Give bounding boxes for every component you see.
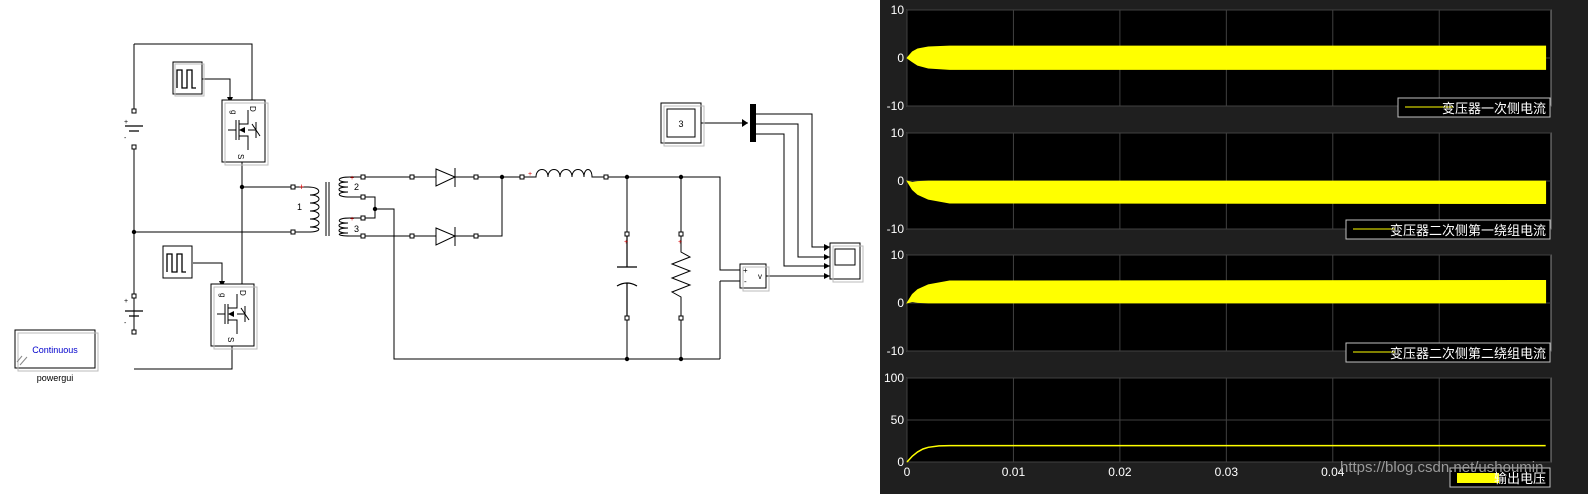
powergui-mode: Continuous bbox=[32, 345, 78, 355]
series-band bbox=[906, 280, 1547, 304]
legend-label: 变压器二次侧第一绕组电流 bbox=[1390, 223, 1546, 239]
y-tick-top: 10 bbox=[891, 126, 905, 140]
scope-block[interactable] bbox=[829, 242, 864, 283]
x-tick-label: 0.04 bbox=[1321, 465, 1345, 479]
y-tick-bottom: -10 bbox=[887, 99, 905, 113]
multi-winding-transformer[interactable]: 1 2 3 + + + bbox=[290, 174, 366, 239]
inductor[interactable]: + bbox=[519, 169, 609, 180]
winding-1-label: 1 bbox=[297, 202, 302, 212]
y-tick-mid: 50 bbox=[891, 413, 905, 427]
wire bbox=[193, 262, 223, 284]
voltage-minus: - bbox=[744, 277, 747, 286]
legend-label: 变压器二次侧第二绕组电流 bbox=[1390, 346, 1546, 362]
y-tick-bottom: 0 bbox=[897, 455, 904, 469]
resistor[interactable]: + bbox=[670, 231, 692, 321]
constant-value: 3 bbox=[678, 119, 683, 129]
wire bbox=[201, 78, 231, 100]
wire bbox=[134, 43, 253, 100]
legend: 变压器二次侧第一绕组电流 bbox=[1345, 219, 1551, 240]
wire bbox=[375, 208, 720, 360]
constant-block[interactable]: 3 bbox=[660, 102, 705, 147]
mosfet-1-gate-label: g bbox=[229, 110, 238, 114]
demux-block[interactable] bbox=[750, 104, 756, 142]
legend: 输出电压 bbox=[1449, 467, 1551, 488]
winding-2-label: 2 bbox=[354, 182, 359, 192]
wire bbox=[476, 177, 503, 237]
scope-axes-2: 10 0 -10 变压器二次侧第一绕组电流 bbox=[887, 126, 1552, 240]
series-line bbox=[906, 444, 1546, 463]
mosfet-2-gate-label: g bbox=[218, 293, 227, 297]
svg-text:+: + bbox=[350, 175, 354, 182]
diode-2[interactable] bbox=[409, 227, 479, 246]
svg-text:+: + bbox=[528, 171, 532, 178]
x-tick-label: 0.03 bbox=[1215, 465, 1239, 479]
pulse-generator-2[interactable] bbox=[162, 245, 193, 279]
mosfet-1-drain-label: D bbox=[248, 106, 257, 112]
capacitor[interactable]: + bbox=[616, 231, 638, 321]
wire bbox=[755, 113, 830, 248]
legend: 变压器二次侧第二绕组电流 bbox=[1345, 342, 1551, 363]
wire bbox=[606, 176, 740, 271]
y-tick-bottom: -10 bbox=[887, 222, 905, 236]
powergui-label: powergui bbox=[37, 373, 74, 383]
mosfet-1-source-label: S bbox=[236, 154, 245, 159]
dc-voltage-source-1[interactable]: + - bbox=[124, 108, 143, 150]
axes-traces bbox=[906, 180, 1547, 204]
battery-2-minus: - bbox=[124, 320, 127, 327]
svg-text:+: + bbox=[624, 239, 628, 246]
legend-label: 输出电压 bbox=[1494, 471, 1546, 487]
y-tick-top: 10 bbox=[891, 3, 905, 17]
svg-text:+: + bbox=[678, 239, 682, 246]
winding-3-label: 3 bbox=[354, 224, 359, 234]
axes-traces bbox=[906, 444, 1546, 463]
axes-traces bbox=[906, 280, 1547, 304]
scope-axes-3: 10 0 -10 变压器二次侧第二绕组电流 bbox=[887, 248, 1552, 363]
y-tick-bottom: -10 bbox=[887, 344, 905, 358]
axes-grid bbox=[906, 377, 1551, 463]
svg-text:+: + bbox=[350, 216, 354, 223]
legend: 变压器一次侧电流 bbox=[1397, 97, 1551, 118]
scope-axes-1: 10 0 -10 变压器一次侧电流 bbox=[887, 3, 1552, 118]
pulse-generator-1[interactable] bbox=[172, 61, 205, 97]
x-tick-labels: 0 0.01 0.02 0.03 0.04 bbox=[904, 465, 1345, 479]
watermark: https://blog.csdn.net/ushoumin bbox=[1340, 459, 1544, 476]
y-tick-top: 100 bbox=[884, 371, 904, 385]
mosfet-1[interactable]: g D S bbox=[221, 99, 269, 166]
scope-window: 10 0 -10 变压器一次侧电流 10 0 -10 变压器二次侧第一绕组电流 bbox=[880, 0, 1588, 494]
battery-1-minus: - bbox=[124, 135, 127, 142]
scope-plots: 10 0 -10 变压器一次侧电流 10 0 -10 变压器二次侧第一绕组电流 bbox=[884, 3, 1552, 488]
circuit-diagram: g D S g D S + - + - 1 bbox=[14, 43, 864, 383]
mosfet-2[interactable]: g D S bbox=[210, 283, 258, 350]
powergui-block[interactable]: Continuous powergui bbox=[14, 329, 99, 383]
series-band bbox=[906, 180, 1547, 204]
voltage-plus: + bbox=[743, 266, 748, 275]
svg-text:+: + bbox=[299, 182, 304, 192]
y-tick-mid: 0 bbox=[897, 174, 904, 188]
mosfet-2-source-label: S bbox=[226, 337, 235, 342]
scope-axes-4: 100 50 0 输出电压 0 0.01 0.02 0.03 0.04 bbox=[884, 371, 1552, 488]
voltage-measurement[interactable]: + - v bbox=[739, 263, 770, 292]
legend-label: 变压器一次侧电流 bbox=[1442, 101, 1546, 117]
axes-traces bbox=[906, 45, 1547, 70]
mosfet-2-drain-label: D bbox=[238, 290, 247, 296]
series-band bbox=[906, 45, 1547, 70]
y-tick-mid: 0 bbox=[897, 51, 904, 65]
wire bbox=[755, 123, 830, 258]
dc-voltage-source-2[interactable]: + - bbox=[124, 293, 143, 335]
battery-2-plus: + bbox=[124, 298, 128, 305]
wire bbox=[755, 133, 830, 267]
battery-1-plus: + bbox=[124, 119, 128, 126]
diode-1[interactable] bbox=[409, 168, 479, 187]
wire bbox=[363, 196, 376, 219]
x-tick-label: 0.02 bbox=[1108, 465, 1132, 479]
voltage-output-label: v bbox=[758, 272, 762, 281]
x-tick-label: 0 bbox=[904, 465, 911, 479]
x-tick-label: 0.01 bbox=[1002, 465, 1026, 479]
wire bbox=[134, 346, 233, 370]
y-tick-top: 10 bbox=[891, 248, 905, 262]
y-tick-mid: 0 bbox=[897, 296, 904, 310]
